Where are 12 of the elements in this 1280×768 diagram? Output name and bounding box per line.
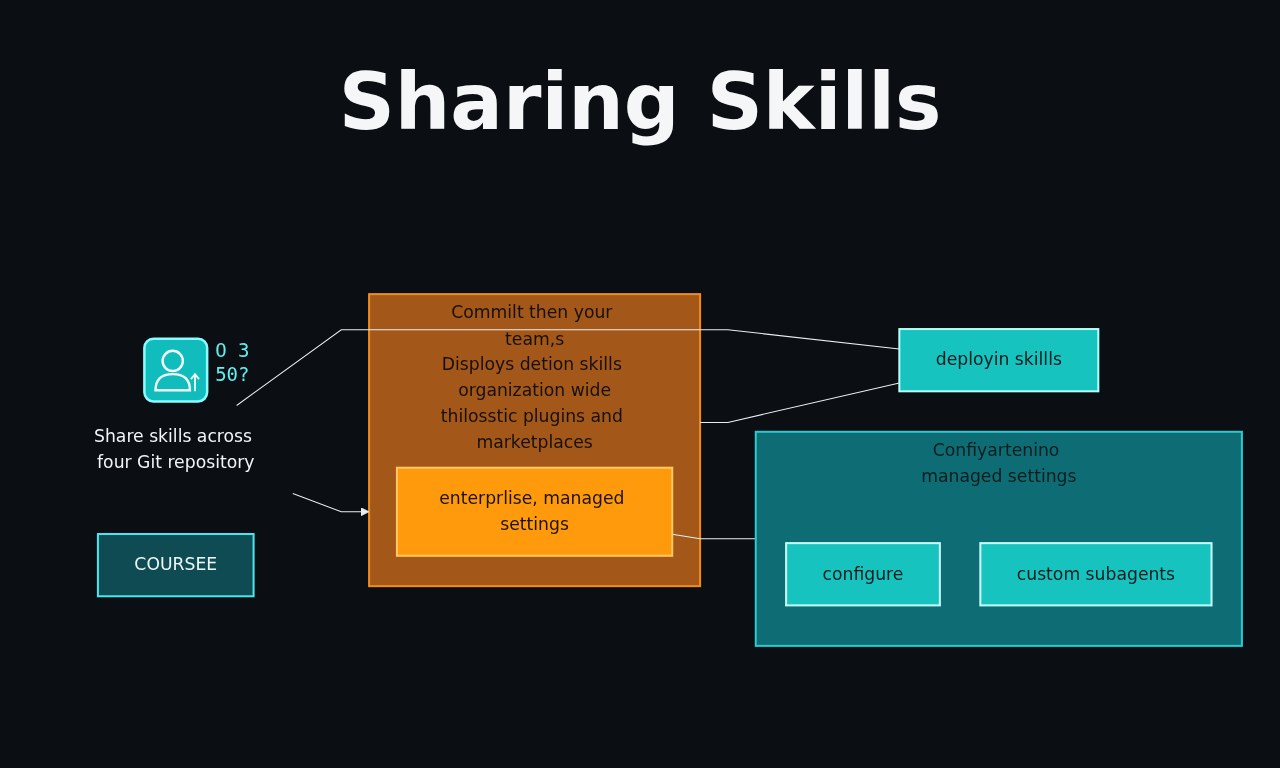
diagram-title: Sharing Skills <box>338 58 942 148</box>
node-box: configure <box>785 542 941 607</box>
node-box: COURSEE <box>96 533 255 598</box>
node-box: enterprlise, managed settings <box>395 466 674 557</box>
arrow <box>292 493 370 517</box>
connector <box>236 329 900 406</box>
handwritten-note: 50? <box>215 362 250 385</box>
node-box: deployin skillls <box>898 328 1100 393</box>
handwritten-note: O 3 <box>215 338 250 361</box>
node-text: Share skills across four Git repository <box>94 425 255 472</box>
node-box: custom subagents <box>979 542 1213 607</box>
connector <box>699 382 900 423</box>
